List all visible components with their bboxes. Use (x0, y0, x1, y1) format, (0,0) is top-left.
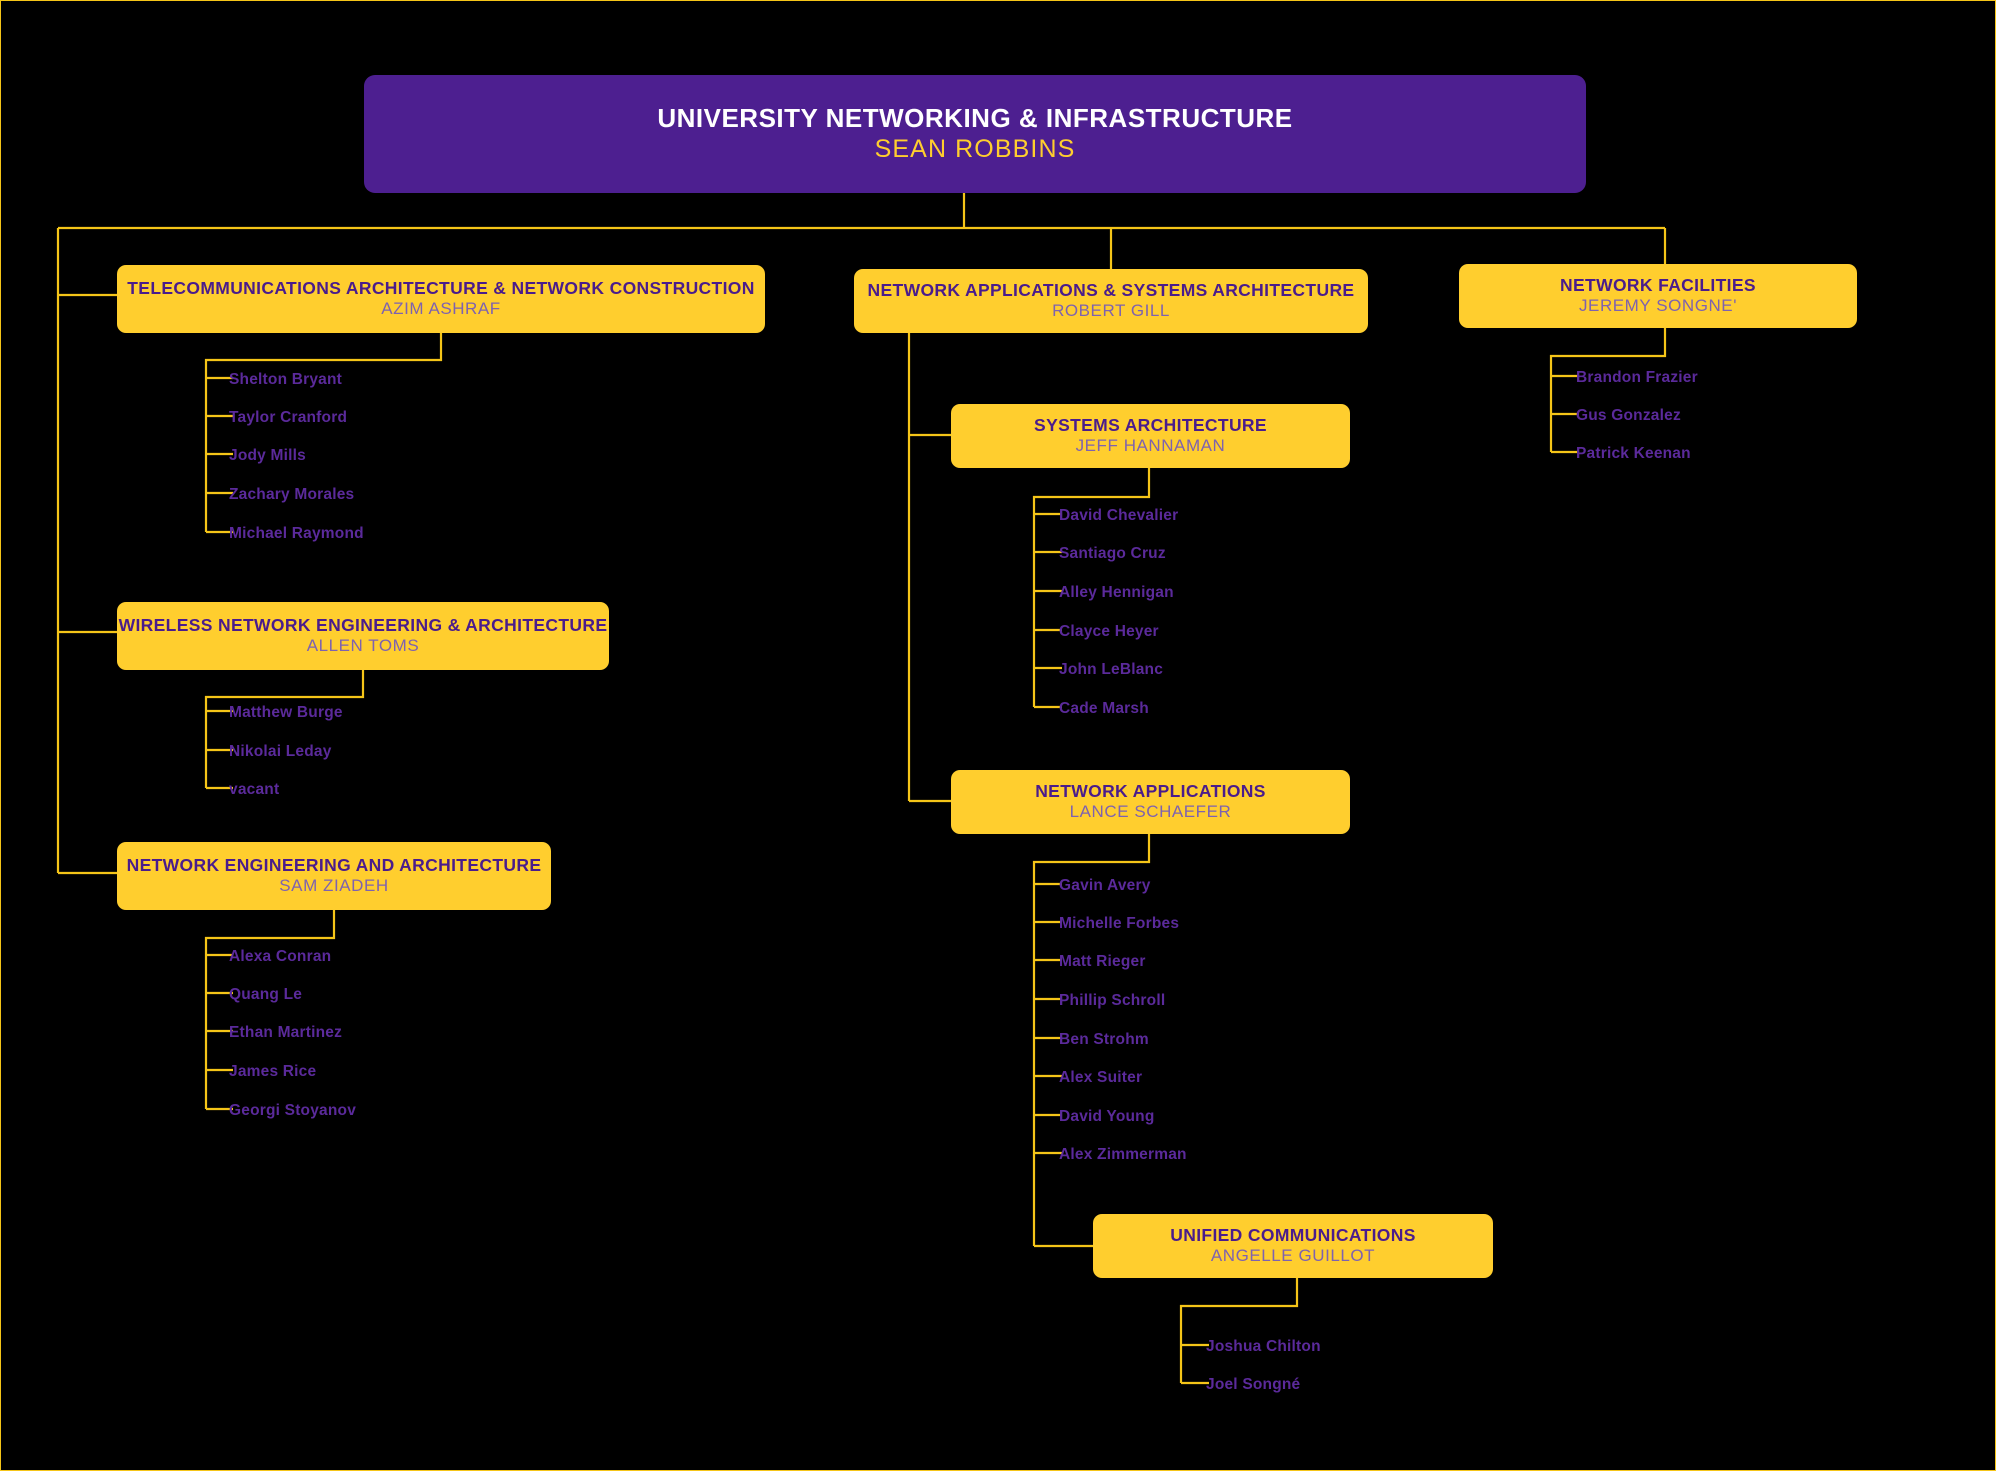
leaf-netapps-4[interactable]: Ben Strohm (1059, 1031, 1149, 1048)
node-systems-architecture-manager: JEFF HANNAMAN (1075, 435, 1226, 455)
node-network-engineering-manager: SAM ZIADEH (279, 875, 389, 895)
leaf-sysarch-1[interactable]: Santiago Cruz (1059, 545, 1166, 562)
node-network-applications-title: NETWORK APPLICATIONS (1035, 781, 1266, 802)
leaf-sysarch-0[interactable]: David Chevalier (1059, 507, 1179, 524)
node-systems-architecture[interactable]: SYSTEMS ARCHITECTURE JEFF HANNAMAN (951, 404, 1350, 468)
node-network-apps-systems[interactable]: NETWORK APPLICATIONS & SYSTEMS ARCHITECT… (854, 269, 1368, 333)
leaf-telecom-4[interactable]: Michael Raymond (229, 525, 364, 542)
node-root-manager: SEAN ROBBINS (874, 135, 1076, 164)
node-network-apps-systems-title: NETWORK APPLICATIONS & SYSTEMS ARCHITECT… (867, 280, 1355, 301)
node-telecom[interactable]: TELECOMMUNICATIONS ARCHITECTURE & NETWOR… (117, 265, 765, 333)
node-unified-communications[interactable]: UNIFIED COMMUNICATIONS ANGELLE GUILLOT (1093, 1214, 1493, 1278)
node-network-applications[interactable]: NETWORK APPLICATIONS LANCE SCHAEFER (951, 770, 1350, 834)
node-network-apps-systems-manager: ROBERT GILL (1052, 300, 1170, 320)
node-wireless-manager: ALLEN TOMS (306, 635, 420, 655)
leaf-netapps-5[interactable]: Alex Suiter (1059, 1069, 1143, 1086)
leaf-netengarch-4[interactable]: Georgi Stoyanov (229, 1102, 357, 1119)
leaf-netengarch-2[interactable]: Ethan Martinez (229, 1024, 343, 1041)
leaf-sysarch-4[interactable]: John LeBlanc (1059, 661, 1164, 678)
node-root-title: UNIVERSITY NETWORKING & INFRASTRUCTURE (657, 103, 1293, 134)
leaf-netfacilities-1[interactable]: Gus Gonzalez (1576, 407, 1681, 424)
leaf-netapps-7[interactable]: Alex Zimmerman (1059, 1146, 1187, 1163)
leaf-sysarch-2[interactable]: Alley Hennigan (1059, 584, 1174, 601)
node-telecom-manager: AZIM ASHRAF (381, 298, 501, 318)
node-systems-architecture-title: SYSTEMS ARCHITECTURE (1034, 415, 1267, 436)
leaf-wireless-1[interactable]: Nikolai Leday (229, 743, 332, 760)
node-unified-communications-manager: ANGELLE GUILLOT (1210, 1245, 1376, 1265)
leaf-wireless-2[interactable]: vacant (229, 781, 280, 798)
leaf-netengarch-0[interactable]: Alexa Conran (229, 948, 332, 965)
leaf-netengarch-1[interactable]: Quang Le (229, 986, 303, 1003)
leaf-netapps-6[interactable]: David Young (1059, 1108, 1155, 1125)
node-unified-communications-title: UNIFIED COMMUNICATIONS (1170, 1225, 1416, 1246)
leaf-unifiedcomms-0[interactable]: Joshua Chilton (1206, 1338, 1321, 1355)
node-network-facilities[interactable]: NETWORK FACILITIES JEREMY SONGNE' (1459, 264, 1857, 328)
leaf-netfacilities-0[interactable]: Brandon Frazier (1576, 369, 1698, 386)
leaf-netapps-1[interactable]: Michelle Forbes (1059, 915, 1180, 932)
leaf-netapps-2[interactable]: Matt Rieger (1059, 953, 1146, 970)
node-root[interactable]: UNIVERSITY NETWORKING & INFRASTRUCTURE S… (364, 75, 1586, 193)
node-network-engineering-title: NETWORK ENGINEERING AND ARCHITECTURE (126, 855, 542, 876)
leaf-netapps-3[interactable]: Phillip Schroll (1059, 992, 1166, 1009)
leaf-telecom-0[interactable]: Shelton Bryant (229, 371, 343, 388)
node-wireless-title: WIRELESS NETWORK ENGINEERING & ARCHITECT… (118, 615, 608, 636)
leaf-telecom-1[interactable]: Taylor Cranford (229, 409, 348, 426)
leaf-netfacilities-2[interactable]: Patrick Keenan (1576, 445, 1691, 462)
node-wireless[interactable]: WIRELESS NETWORK ENGINEERING & ARCHITECT… (117, 602, 609, 670)
node-network-applications-manager: LANCE SCHAEFER (1069, 801, 1232, 821)
leaf-sysarch-3[interactable]: Clayce Heyer (1059, 623, 1159, 640)
leaf-netapps-0[interactable]: Gavin Avery (1059, 877, 1151, 894)
leaf-telecom-3[interactable]: Zachary Morales (229, 486, 355, 503)
node-network-engineering[interactable]: NETWORK ENGINEERING AND ARCHITECTURE SAM… (117, 842, 551, 910)
leaf-netengarch-3[interactable]: James Rice (229, 1063, 317, 1080)
node-network-facilities-manager: JEREMY SONGNE' (1579, 295, 1737, 315)
node-network-facilities-title: NETWORK FACILITIES (1560, 275, 1756, 296)
leaf-unifiedcomms-1[interactable]: Joel Songné (1206, 1376, 1301, 1393)
leaf-wireless-0[interactable]: Matthew Burge (229, 704, 343, 721)
leaf-telecom-2[interactable]: Jody Mills (229, 447, 306, 464)
node-telecom-title: TELECOMMUNICATIONS ARCHITECTURE & NETWOR… (127, 278, 755, 299)
leaf-sysarch-5[interactable]: Cade Marsh (1059, 700, 1149, 717)
